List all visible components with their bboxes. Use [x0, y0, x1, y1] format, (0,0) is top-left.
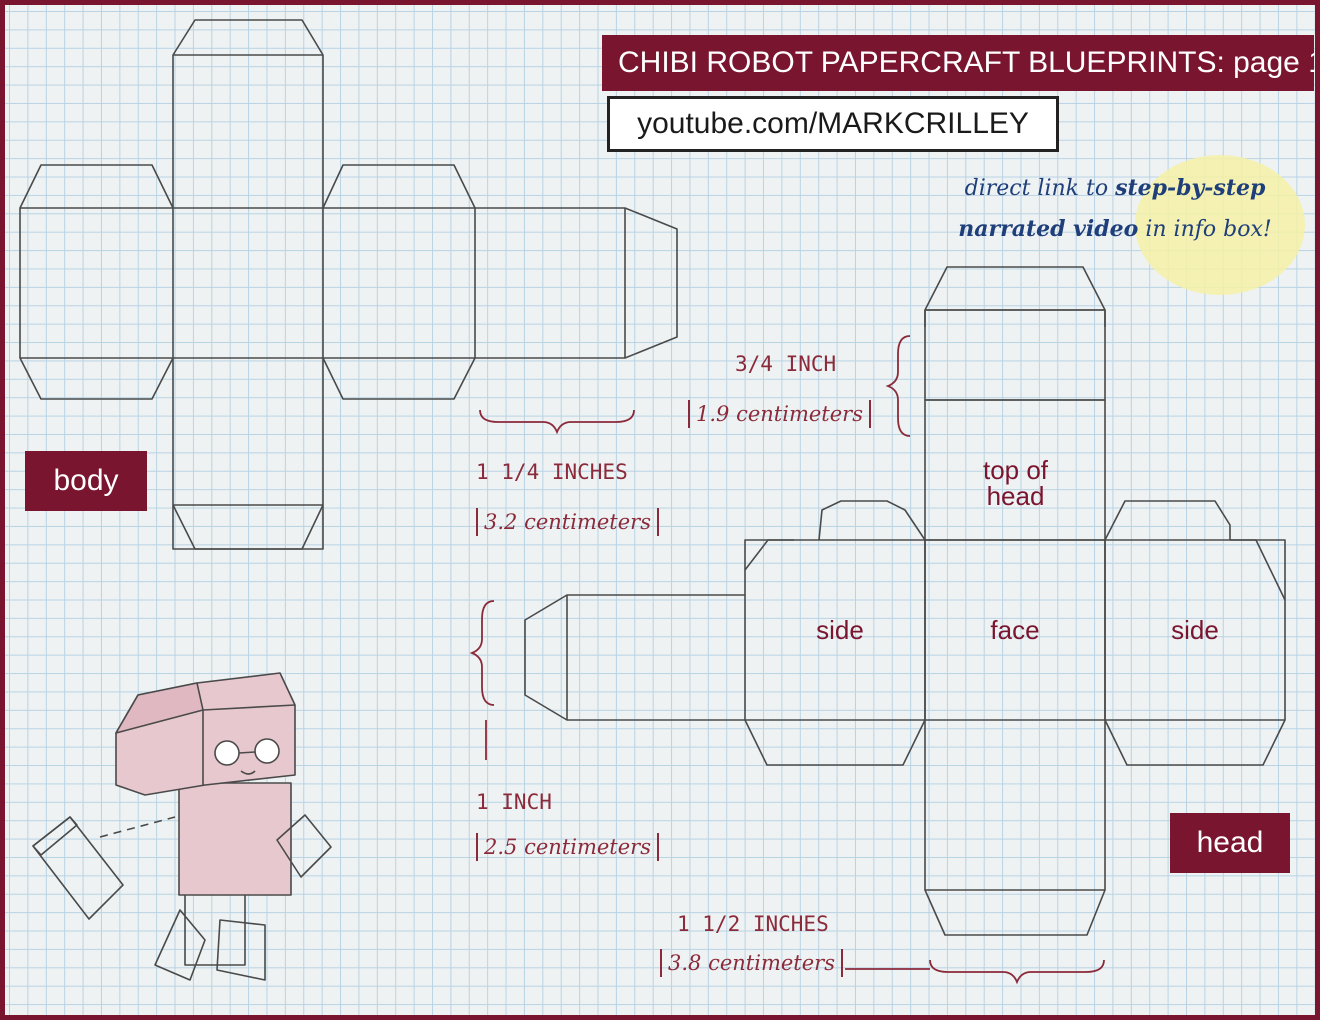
face-label: face [990, 615, 1040, 645]
note-part-2: step-by-step [1115, 175, 1266, 201]
dim-1-9-cm: 1.9 centimeters [688, 400, 871, 428]
brace-head-width [929, 959, 1105, 985]
head-back-flap [924, 266, 1106, 327]
body-label: body [25, 451, 147, 511]
body-bottom-panel [172, 358, 324, 550]
note-part-3: narrated video [958, 216, 1139, 242]
dim-1-1-4-inches: 1 1/4 INCHES [476, 460, 628, 484]
head-label: head [1170, 813, 1290, 873]
note-part-1: direct link to [964, 176, 1116, 201]
head-net [524, 266, 1286, 936]
robot-body [178, 782, 292, 896]
head-left-side [744, 539, 926, 721]
youtube-url[interactable]: youtube.com/MARKCRILLEY [607, 96, 1059, 152]
dim-3-2-cm: 3.2 centimeters [476, 508, 659, 536]
page-title: CHIBI ROBOT PAPERCRAFT BLUEPRINTS: page … [602, 35, 1315, 91]
video-note: direct link to step-by-step narrated vid… [930, 168, 1300, 250]
robot-head [115, 672, 296, 796]
dim-2-5-cm: 2.5 centimeters [476, 833, 659, 861]
head-glue-tab [524, 594, 745, 721]
robot-sketch [32, 672, 332, 981]
note-part-4: in info box! [1138, 217, 1272, 242]
brace-body-width [479, 409, 635, 435]
note-highlight [1135, 155, 1305, 295]
top-of-head-label: top of head [982, 455, 1049, 511]
dim-3-4-inch: 3/4 INCH [735, 352, 837, 376]
brace-head-depth [885, 335, 911, 437]
dim-3-8-cm: 3.8 centimeters [660, 949, 843, 977]
body-left-panel [19, 207, 173, 359]
body-glue-tab [475, 207, 678, 359]
dim-1-inch: 1 INCH [476, 790, 552, 814]
body-top-flap [172, 19, 324, 208]
body-back-panel [172, 207, 324, 359]
dim-1-1-2-inches: 1 1/2 INCHES [677, 912, 829, 936]
left-side-label: side [816, 615, 864, 645]
robot-arm [276, 814, 332, 878]
right-side-label: side [1171, 615, 1219, 645]
body-net [19, 19, 678, 550]
body-right-panel [323, 207, 476, 359]
head-top-panel [924, 309, 1106, 401]
dimension-braces [469, 335, 1105, 985]
papercraft-drawing [19, 19, 1286, 985]
head-bottom-panel [924, 720, 1106, 891]
head-right-side [1104, 539, 1286, 721]
brace-head-height [469, 600, 495, 706]
